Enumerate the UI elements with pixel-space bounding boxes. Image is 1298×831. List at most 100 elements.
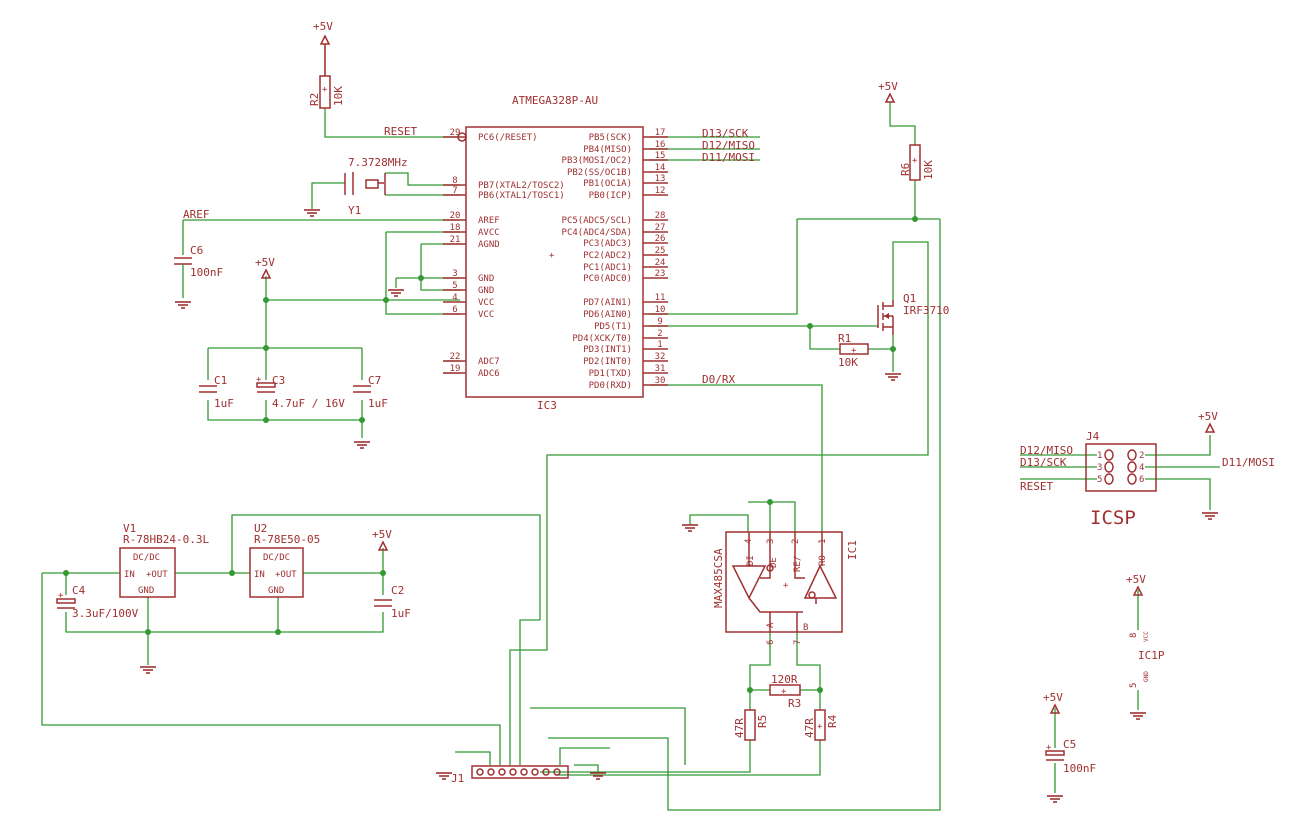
mcu-pin-name: PC0(ADC0) (583, 274, 632, 284)
mcu-pin-num: 7 (452, 186, 457, 196)
mcu-pin-num: 2 (657, 329, 662, 339)
mcu-pin-name: GND (478, 286, 494, 296)
mcu-pin-num: 20 (450, 211, 461, 221)
r6-value: 10K (922, 160, 935, 180)
pin-name: RO (818, 555, 828, 566)
capacitor-c3: + C3 4.7uF / 16V (256, 374, 345, 410)
connector-pin (520, 768, 528, 776)
pin-name: GND (1143, 671, 1150, 682)
pin-name: A (766, 622, 776, 628)
mcu-center-mark: + (549, 251, 555, 261)
ic1-ref: IC1 (846, 540, 859, 560)
c7-ref: C7 (368, 374, 381, 387)
pin-num: 4 (744, 539, 754, 544)
crystal-y1: 7.3728MHz Y1 (344, 156, 408, 217)
net-label-reset: RESET (384, 125, 417, 138)
resistor-plus-mark: + (817, 722, 823, 732)
junction-dots (63, 216, 918, 693)
v1-ref: V1 (123, 522, 136, 535)
mcu-pin-num: 28 (655, 211, 666, 221)
transceiver-ic1: + MAX485CSA IC1 4 3 2 1 6 7 DI DE RE/ RO… (712, 531, 859, 645)
r2-value: 10K (332, 86, 345, 106)
net-label-aref: AREF (183, 208, 210, 221)
pin-num: 1 (818, 539, 828, 544)
crystal-value: 7.3728MHz (348, 156, 408, 169)
resistor-r6: + R6 10K (899, 144, 935, 181)
ic1p-ref: IC1P (1138, 649, 1165, 662)
connector-pin (542, 768, 550, 776)
capacitor-c6: C6 100nF (174, 244, 223, 298)
v1-value: R-78HB24-0.3L (123, 533, 209, 546)
ic-center-mark: + (783, 581, 789, 591)
ground-symbol (139, 666, 157, 674)
mcu-pin-name: PD0(RXD) (589, 381, 632, 391)
mcu-pin-name: PD6(AIN0) (583, 310, 632, 320)
ground-symbol (387, 289, 405, 297)
c6-ref: C6 (190, 244, 203, 257)
net-label-icsp-miso: D12/MISO (1020, 444, 1073, 457)
header-icsp-j4: 1 3 5 2 4 6 J4 ICSP D12/MISO D13/SCK RES… (1020, 430, 1275, 529)
c6-value: 100nF (190, 266, 223, 279)
c1-ref: C1 (214, 374, 227, 387)
connector-pin (476, 768, 484, 776)
mcu-pin-name: PD5(T1) (594, 322, 632, 332)
net-label-d11: D11/MOSI (702, 151, 755, 164)
resistor-r4: + 47R R4 (803, 709, 839, 741)
supply-symbols (139, 35, 1219, 803)
mcu-pin-name: PD1(TXD) (589, 369, 632, 379)
mcu-pin-name: ADC7 (478, 357, 500, 367)
mcu-pin-num: 14 (655, 163, 666, 173)
pin-num: 2 (1139, 451, 1144, 461)
mcu-pin-name: PD4(XCK/T0) (572, 334, 632, 344)
pin-num: 7 (793, 640, 803, 645)
mcu-pin-name: PD3(INT1) (583, 345, 632, 355)
r3-ref: R3 (788, 697, 801, 710)
resistor-r3: + 120R R3 (769, 673, 801, 710)
net-label-icsp-reset: RESET (1020, 480, 1053, 493)
mcu-pin-name: AVCC (478, 228, 500, 238)
mcu-pin-num: 31 (655, 364, 666, 374)
q1-value: IRF3710 (903, 304, 949, 317)
pin-num: 2 (791, 539, 801, 544)
pin-num: 6 (1139, 475, 1144, 485)
pin-num: 6 (766, 640, 776, 645)
c2-value: 1uF (391, 607, 411, 620)
pin-num: 3 (766, 539, 776, 544)
reg-out: +OUT (275, 570, 297, 580)
mcu-pin-num: 3 (452, 269, 457, 279)
connector-j1: J1 (451, 765, 569, 785)
ground-symbol (1201, 512, 1219, 520)
net-label-icsp-sck: D13/SCK (1020, 456, 1067, 469)
resistor-plus-mark: + (912, 156, 918, 166)
mcu-pin-num: 16 (655, 140, 666, 150)
vcc-label: +5V (1198, 410, 1218, 423)
vcc-symbol (885, 93, 895, 103)
reg-dcdc: DC/DC (263, 553, 290, 563)
c5-value: 100nF (1063, 762, 1096, 775)
pin-num: 8 (1129, 633, 1139, 638)
vcc-symbol (320, 35, 330, 76)
r4-ref: R4 (826, 714, 839, 728)
icsp-title: ICSP (1090, 507, 1136, 529)
mcu-pin-num: 1 (657, 340, 662, 350)
u2-ref: U2 (254, 522, 267, 535)
u2-value: R-78E50-05 (254, 533, 320, 546)
mcu-pin-num: 18 (450, 223, 461, 233)
c7-value: 1uF (368, 397, 388, 410)
capacitor-c7: C7 1uF (353, 374, 388, 410)
mcu-pin-name: PB0(ICP) (589, 191, 632, 201)
vcc-label: +5V (1043, 691, 1063, 704)
mcu-pin-num: 22 (450, 352, 461, 362)
mcu-pin-name: PD2(INT0) (583, 357, 632, 367)
mcu-ref: IC3 (537, 399, 557, 412)
r2-ref: R2 (308, 93, 321, 106)
regulator-u2: DC/DC IN +OUT GND U2 R-78E50-05 (249, 522, 320, 598)
net-labels: RESET AREF D13/SCK D12/MISO D11/MOSI D0/… (183, 125, 755, 386)
mcu-pin-name: AGND (478, 240, 500, 250)
pin-name: RE/ (793, 556, 803, 572)
pin-num: 1 (1097, 451, 1102, 461)
q1-ref: Q1 (903, 292, 916, 305)
c5-ref: C5 (1063, 738, 1076, 751)
